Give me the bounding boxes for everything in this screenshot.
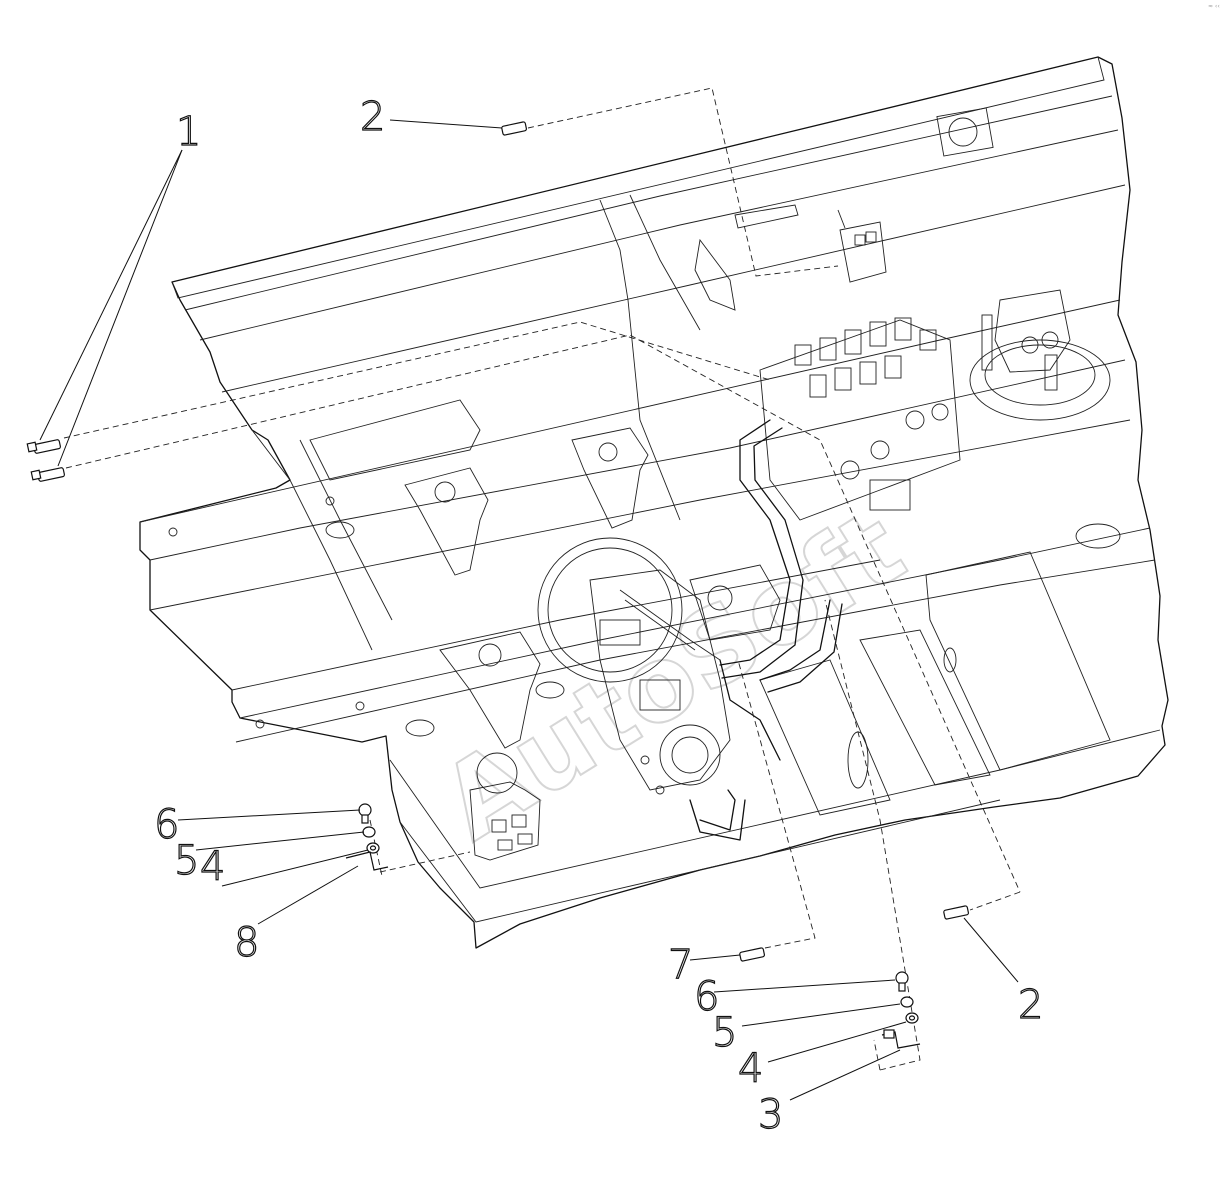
callout-6-right: 6: [694, 974, 719, 1020]
callout-5-right: 5: [712, 1010, 737, 1056]
part-2-connector-top: [501, 121, 528, 136]
callout-3: 3: [758, 1092, 783, 1138]
assembly-lines: [63, 87, 1021, 1071]
main-control-valve: [759, 317, 961, 521]
part-1-connector-b: [30, 467, 65, 482]
callout-4-right: 4: [738, 1046, 763, 1092]
callout-2-right: 2: [1018, 982, 1043, 1028]
hydraulic-hoses: [619, 419, 843, 841]
watermark: AutoSoft: [420, 485, 925, 864]
leader-lines: [39, 119, 1019, 1101]
part-1-connector-a: [26, 439, 61, 454]
callout-1: 1: [176, 109, 201, 155]
corner-mark: ≈ ‹‹: [1208, 3, 1220, 10]
part-6-bolt-right: [895, 971, 909, 992]
callout-2-top: 2: [360, 94, 385, 140]
callout-8: 8: [234, 920, 259, 966]
platform-frame: [139, 56, 1169, 949]
swing-motor: [969, 289, 1111, 421]
callout-5-left: 5: [174, 838, 199, 884]
part-5-washer-right: [900, 996, 914, 1008]
callout-6-left: 6: [154, 802, 179, 848]
main-pump: [537, 537, 731, 795]
pilot-valve-top: [837, 209, 887, 283]
callout-labels: 1 2 2 3 4 4 5 5 6 6 7 8: [153, 93, 1044, 1138]
part-5-washer-left: [362, 826, 376, 838]
pilot-accumulator-block: [469, 752, 541, 861]
callout-4-left: 4: [200, 844, 225, 890]
part-4-washer-left: [366, 842, 380, 854]
part-8-bracket: [345, 851, 389, 871]
watermark-text: AutoSoft: [421, 486, 924, 863]
part-3-bracket: [881, 1029, 921, 1049]
part-6-bolt-left: [358, 803, 372, 824]
part-4-washer-right: [905, 1012, 919, 1024]
callout-7: 7: [668, 942, 693, 988]
part-2-connector-right: [943, 905, 970, 920]
part-7-connector: [739, 947, 766, 962]
